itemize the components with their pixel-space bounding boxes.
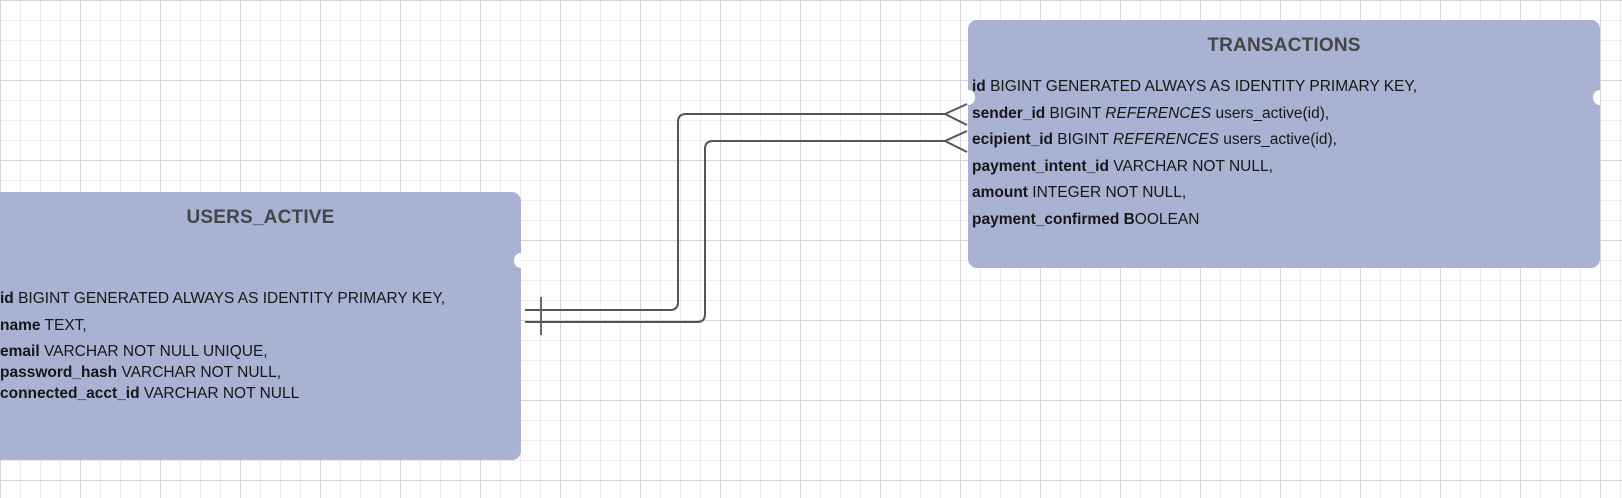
crowsfoot-marker-sender bbox=[944, 103, 968, 126]
field-references-keyword: REFERENCES bbox=[1112, 131, 1219, 148]
field-name: password_hash bbox=[0, 364, 118, 381]
field-row[interactable]: sender_id BIGINT REFERENCES users_active… bbox=[972, 101, 1600, 128]
field-row[interactable]: id BIGINT GENERATED ALWAYS AS IDENTITY P… bbox=[0, 291, 521, 318]
field-type: VARCHAR NOT NULL, bbox=[1113, 157, 1273, 175]
field-references-keyword: REFERENCES bbox=[1105, 104, 1212, 122]
field-name: amount bbox=[972, 184, 1028, 201]
field-type: BIGINT bbox=[1049, 104, 1106, 122]
field-type: BIGINT bbox=[1057, 131, 1113, 148]
field-reference-target: users_active(id), bbox=[1218, 131, 1337, 148]
entity-users-active-title: USERS_ACTIVE bbox=[186, 207, 335, 228]
field-type: INTEGER NOT NULL, bbox=[1032, 184, 1187, 201]
field-row[interactable]: amount INTEGER NOT NULL, bbox=[972, 180, 1600, 207]
field-type: BIGINT GENERATED ALWAYS AS IDENTITY PRIM… bbox=[990, 78, 1418, 95]
field-row[interactable]: ecipient_id BIGINT REFERENCES users_acti… bbox=[972, 127, 1600, 154]
crowsfoot-marker-recipient bbox=[944, 130, 968, 153]
field-type: VARCHAR NOT NULL, bbox=[121, 364, 282, 381]
entity-users-active-fields: id BIGINT GENERATED ALWAYS AS IDENTITY P… bbox=[0, 291, 521, 407]
field-name: ecipient_id bbox=[972, 131, 1053, 148]
field-name: name bbox=[0, 317, 41, 334]
entity-transactions[interactable]: TRANSACTIONS id BIGINT GENERATED ALWAYS … bbox=[968, 20, 1600, 268]
field-row[interactable]: id BIGINT GENERATED ALWAYS AS IDENTITY P… bbox=[972, 74, 1600, 101]
field-name: id bbox=[0, 290, 14, 307]
field-row[interactable]: email VARCHAR NOT NULL UNIQUE, bbox=[0, 344, 521, 365]
field-row[interactable]: name TEXT, bbox=[0, 318, 521, 344]
field-type: VARCHAR NOT NULL bbox=[143, 385, 300, 402]
anchor-notch-right bbox=[514, 253, 521, 268]
field-name: email bbox=[0, 343, 40, 360]
field-row[interactable]: payment_intent_id VARCHAR NOT NULL, bbox=[972, 154, 1600, 181]
relationship-edge-sender[interactable] bbox=[525, 113, 945, 311]
field-type: OOLEAN bbox=[1134, 210, 1200, 228]
entity-transactions-fields: id BIGINT GENERATED ALWAYS AS IDENTITY P… bbox=[972, 74, 1600, 233]
entity-users-active[interactable]: USERS_ACTIVE id BIGINT GENERATED ALWAYS … bbox=[0, 192, 521, 460]
relationship-edge-recipient[interactable] bbox=[525, 140, 945, 323]
field-type: TEXT, bbox=[44, 317, 87, 334]
entity-transactions-title: TRANSACTIONS bbox=[1207, 35, 1361, 56]
field-name: payment_intent_id bbox=[972, 157, 1109, 175]
field-name: id bbox=[972, 78, 986, 95]
field-name: payment_confirmed B bbox=[972, 210, 1135, 228]
field-row[interactable]: connected_acct_id VARCHAR NOT NULL bbox=[0, 386, 521, 407]
field-reference-target: users_active(id), bbox=[1211, 104, 1330, 122]
field-type: BIGINT GENERATED ALWAYS AS IDENTITY PRIM… bbox=[18, 290, 446, 307]
field-name: sender_id bbox=[972, 104, 1046, 122]
field-type: VARCHAR NOT NULL UNIQUE, bbox=[43, 343, 268, 360]
field-row[interactable]: password_hash VARCHAR NOT NULL, bbox=[0, 365, 521, 386]
field-row[interactable]: payment_confirmed BOOLEAN bbox=[972, 207, 1600, 234]
field-name: connected_acct_id bbox=[0, 385, 140, 402]
